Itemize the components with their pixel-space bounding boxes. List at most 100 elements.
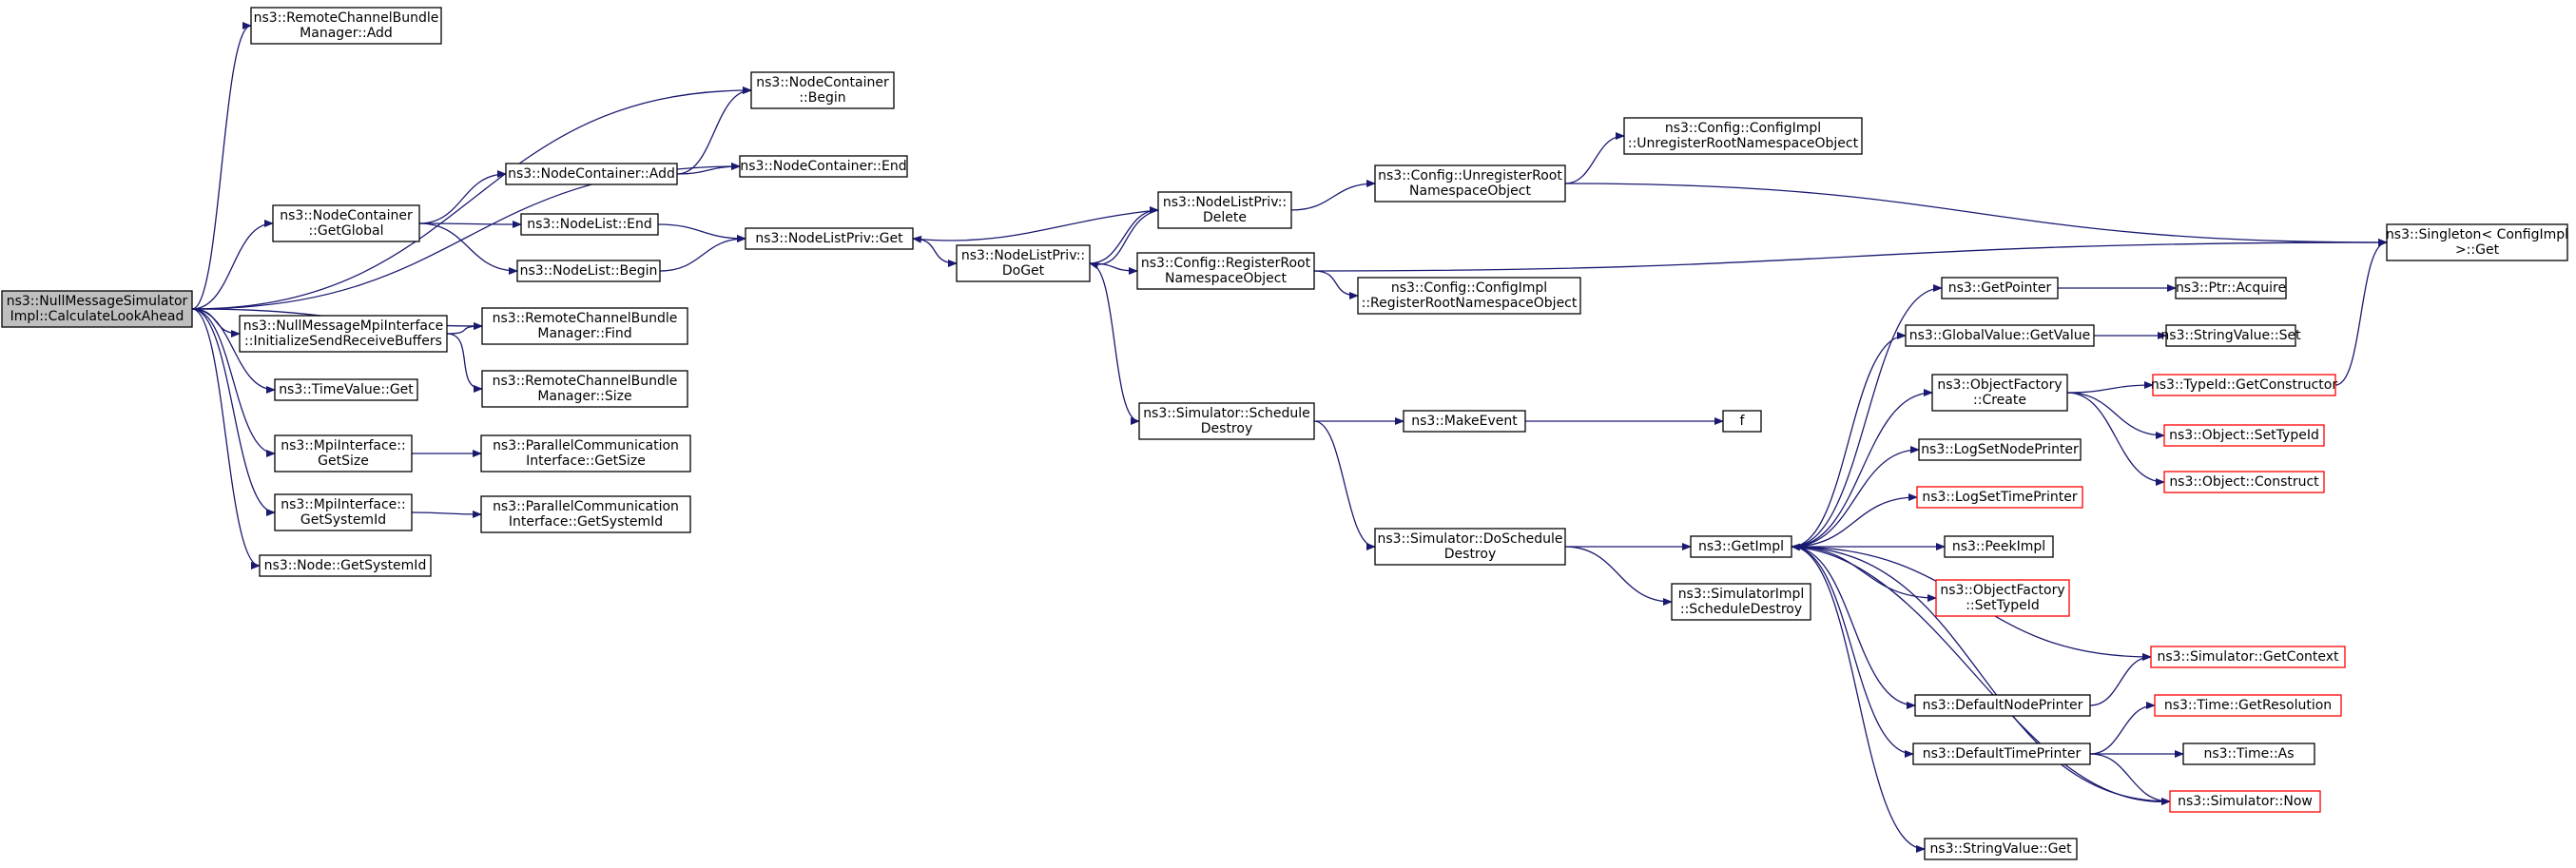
function-node-label: GetSize: [318, 453, 369, 469]
call-edge-root-to-rcbmAdd: [191, 22, 252, 310]
function-node-label: ::UnregisterRootNamespaceObject: [1628, 136, 1859, 151]
function-node-box: [274, 434, 413, 473]
function-node-ciUnreg[interactable]: ns3::Config::ConfigImpl::UnregisterRootN…: [1623, 117, 1863, 155]
function-node-label: Manager::Add: [300, 26, 393, 41]
function-node-box: [1136, 252, 1315, 290]
function-node-label: ::GetGlobal: [308, 223, 383, 239]
function-node-regRoot[interactable]: ns3::Config::RegisterRootNamespaceObject: [1136, 252, 1315, 290]
function-node-timeGetRes[interactable]: ns3::Time::GetResolution: [2154, 694, 2342, 717]
function-node-logSetTime[interactable]: ns3::LogSetTimePrinter: [1916, 486, 2083, 509]
function-node-label: ns3::NodeListPriv::Get: [755, 231, 903, 246]
function-node-box: [739, 155, 908, 178]
call-edge-nlpDelete-to-nlpGet: [912, 209, 1159, 243]
function-node-defTimePrinter[interactable]: ns3::DefaultTimePrinter: [1912, 743, 2091, 765]
function-node-label: ns3::RemoteChannelBundle: [493, 374, 678, 389]
function-node-ofSetTypeId[interactable]: ns3::ObjectFactory::SetTypeId: [1935, 579, 2070, 617]
function-node-nlpDoGet[interactable]: ns3::NodeListPriv::DoGet: [956, 244, 1091, 282]
function-node-pciGetSysId[interactable]: ns3::ParallelCommunicationInterface::Get…: [480, 495, 691, 533]
function-node-label: Interface::GetSize: [526, 453, 646, 469]
function-node-peekImpl[interactable]: ns3::PeekImpl: [1944, 535, 2054, 558]
function-node-box: [1690, 535, 1792, 558]
function-node-singletonGet[interactable]: ns3::Singleton< ConfigImpl >::Get: [2386, 223, 2568, 261]
call-edge-ncGetGlobal-to-nlEnd: [418, 220, 522, 228]
function-node-unregRoot[interactable]: ns3::Config::UnregisterRootNamespaceObje…: [1374, 164, 1566, 203]
function-node-mpiGetSize[interactable]: ns3::MpiInterface::GetSize: [274, 434, 413, 473]
function-node-label: ns3::NullMessageSimulator: [7, 294, 188, 309]
function-node-ncGetGlobal[interactable]: ns3::NodeContainer::GetGlobal: [272, 204, 420, 242]
function-node-simSchedDestroy[interactable]: ns3::Simulator::ScheduleDestroy: [1138, 402, 1315, 440]
function-node-ptrAcquire[interactable]: ns3::Ptr::Acquire: [2175, 277, 2287, 299]
function-node-label: ns3::MakeEvent: [1411, 414, 1518, 429]
function-node-label: ns3::RemoteChannelBundle: [254, 10, 439, 26]
call-edge-regRoot-to-singletonGet: [1313, 239, 2388, 272]
function-node-nlpDelete[interactable]: ns3::NodeListPriv::Delete: [1157, 191, 1292, 229]
function-node-ciReg[interactable]: ns3::Config::ConfigImpl::RegisterRootNam…: [1357, 277, 1581, 315]
function-node-svSet[interactable]: ns3::StringValue::Set: [2160, 324, 2301, 347]
function-node-label: ns3::ObjectFactory: [1937, 377, 2062, 393]
function-node-nlEnd[interactable]: ns3::NodeList::End: [520, 213, 659, 236]
function-node-tvGet[interactable]: ns3::TimeValue::Get: [274, 378, 418, 401]
function-node-mpiGetSysId[interactable]: ns3::MpiInterface::GetSystemId: [274, 493, 413, 531]
call-edge-ncGetGlobal-to-ncAdd: [418, 170, 507, 224]
function-node-simImplSchedDestroy[interactable]: ns3::SimulatorImpl::ScheduleDestroy: [1671, 583, 1811, 621]
function-node-nlpGet[interactable]: ns3::NodeListPriv::Get: [745, 227, 914, 250]
call-edge-getImpl-to-getPointer: [1791, 284, 1943, 548]
function-node-getImpl[interactable]: ns3::GetImpl: [1690, 535, 1792, 558]
function-node-root[interactable]: ns3::NullMessageSimulatorImpl::Calculate…: [1, 290, 193, 328]
function-node-label: ::ScheduleDestroy: [1680, 602, 1802, 617]
function-node-box: [1357, 277, 1581, 315]
function-node-label: ns3::ParallelCommunication: [493, 499, 679, 514]
function-node-f[interactable]: f: [1722, 410, 1762, 433]
call-nodes: ns3::NullMessageSimulatorImpl::Calculate…: [1, 7, 2568, 860]
function-node-mpiInit[interactable]: ns3::NullMessageMpiInterface::Initialize…: [239, 315, 448, 353]
function-node-getPointer[interactable]: ns3::GetPointer: [1941, 277, 2059, 299]
function-node-defNodePrinter[interactable]: ns3::DefaultNodePrinter: [1914, 694, 2091, 717]
function-node-box: [2169, 790, 2321, 813]
function-node-gvGetValue[interactable]: ns3::GlobalValue::GetValue: [1905, 324, 2095, 347]
call-edge-ncGetGlobal-to-nlBegin: [418, 222, 518, 275]
call-edge-root-to-ncGetGlobal: [191, 220, 274, 310]
function-node-box: [516, 260, 661, 282]
function-node-label: ns3::NodeListPriv::: [1163, 195, 1287, 210]
function-node-label: NamespaceObject: [1165, 271, 1287, 286]
function-node-box: [1157, 191, 1292, 229]
call-edge-tidGetCtor-to-singletonGet: [2334, 239, 2388, 386]
call-edge-mpiInit-to-rcbmSize: [446, 333, 483, 393]
call-edge-simNow-to-getImpl: [1791, 543, 2171, 802]
function-node-nodeGetSysId[interactable]: ns3::Node::GetSystemId: [259, 554, 432, 577]
function-node-makeEvent[interactable]: ns3::MakeEvent: [1403, 410, 1526, 433]
function-node-box: [505, 163, 678, 185]
function-node-timeAs[interactable]: ns3::Time::As: [2182, 743, 2315, 765]
function-node-label: ::InitializeSendReceiveBuffers: [244, 334, 442, 349]
function-node-box: [1914, 694, 2091, 717]
call-edge-ncAdd-to-ncEnd: [676, 163, 741, 175]
function-node-objConstruct[interactable]: ns3::Object::Construct: [2163, 471, 2325, 493]
function-node-nlBegin[interactable]: ns3::NodeList::Begin: [516, 260, 661, 282]
function-node-label: ns3::NodeContainer: [756, 75, 889, 90]
function-node-tidGetCtor[interactable]: ns3::TypeId::GetConstructor: [2151, 374, 2337, 396]
function-node-objSetTypeId[interactable]: ns3::Object::SetTypeId: [2163, 424, 2325, 447]
function-node-simGetContext[interactable]: ns3::Simulator::GetContext: [2150, 646, 2346, 668]
function-node-ncBegin[interactable]: ns3::NodeContainer::Begin: [750, 71, 895, 109]
function-node-box: [1941, 277, 2059, 299]
function-node-box: [1403, 410, 1526, 433]
function-node-label: ns3::Simulator::GetContext: [2157, 649, 2339, 665]
call-edges: [191, 22, 2388, 853]
function-node-ncEnd[interactable]: ns3::NodeContainer::End: [739, 155, 908, 178]
function-node-pciGetSize[interactable]: ns3::ParallelCommunicationInterface::Get…: [480, 434, 691, 473]
function-node-ncAdd[interactable]: ns3::NodeContainer::Add: [505, 163, 678, 185]
function-node-box: [1, 290, 193, 328]
function-node-svGet[interactable]: ns3::StringValue::Get: [1924, 838, 2078, 860]
function-node-ofCreate[interactable]: ns3::ObjectFactory::Create: [1931, 374, 2068, 412]
function-node-label: ns3::DefaultTimePrinter: [1923, 746, 2082, 762]
function-node-simNow[interactable]: ns3::Simulator::Now: [2169, 790, 2321, 813]
call-edge-nlpDoGet-to-simSchedDestroy: [1089, 262, 1140, 425]
function-node-logSetNode[interactable]: ns3::LogSetNodePrinter: [1918, 438, 2082, 461]
call-edge-unregRoot-to-singletonGet: [1564, 183, 2388, 246]
function-node-box: [745, 227, 914, 250]
